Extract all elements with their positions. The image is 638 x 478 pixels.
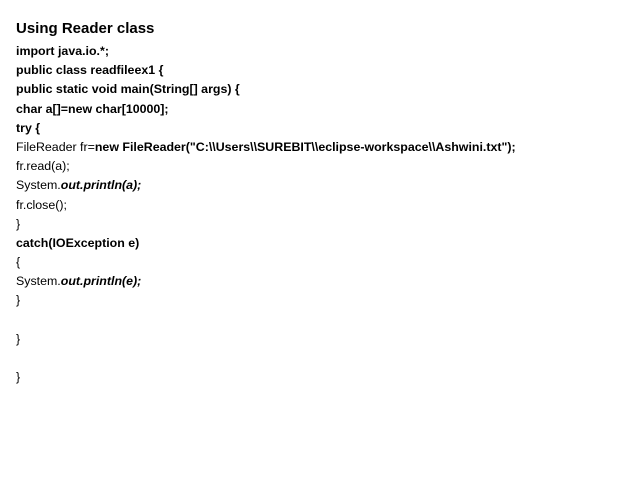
code-line-main-decl: public static void main(String[] args) { — [16, 82, 240, 97]
code-line-catch-end: } — [16, 293, 21, 308]
code-line-try-end: } — [16, 216, 21, 231]
code-line-println-a: System.out.println(a); — [16, 176, 626, 195]
code-line-blank-2 — [16, 349, 626, 368]
code-system: System. — [16, 178, 61, 193]
code-line-import: import java.io.*; — [16, 44, 109, 58]
code-filereader-decl: FileReader fr= — [16, 139, 95, 154]
code-line-read: fr.read(a); — [16, 159, 70, 174]
code-system: System. — [16, 274, 61, 289]
code-line-filereader: FileReader fr=new FileReader("C:\\Users\… — [16, 138, 626, 157]
code-out: out — [60, 178, 81, 193]
code-out: out — [60, 274, 81, 289]
code-block: import java.io.*; public class readfilee… — [16, 42, 626, 387]
code-line-blank-1 — [16, 311, 626, 330]
code-line-catch: catch(IOException e) — [16, 235, 140, 250]
code-println-a: .println(a); — [80, 178, 142, 193]
code-line-class-end: } — [16, 370, 21, 385]
code-line-close: fr.close(); — [16, 197, 67, 212]
code-line-println-e: System.out.println(e); — [16, 272, 626, 291]
code-line-try: try { — [16, 120, 41, 135]
slide-title: Using Reader class — [16, 20, 155, 37]
code-filereader-new: new FileReader("C:\\Users\\SUREBIT\\ecli… — [94, 139, 516, 154]
code-line-char-array: char a[]=new char[10000]; — [16, 101, 169, 116]
code-line-main-end: } — [16, 331, 21, 346]
code-line-class-decl: public class readfileex1 { — [16, 63, 164, 78]
code-line-catch-open: { — [16, 255, 21, 270]
code-println-e: .println(e); — [80, 274, 142, 289]
